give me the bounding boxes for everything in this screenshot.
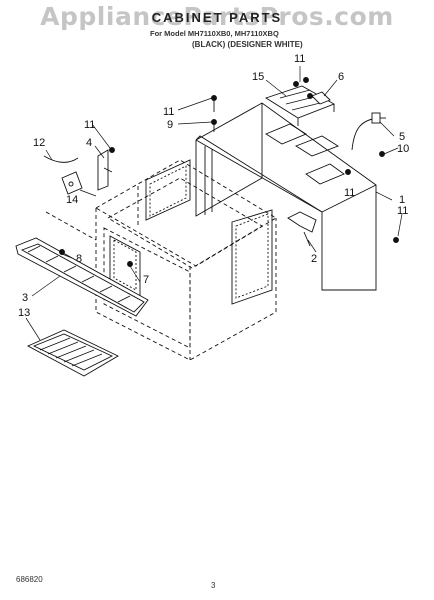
callout-11-e: 11 <box>84 119 95 131</box>
callout-15: 15 <box>252 71 264 83</box>
wire-part-12 <box>43 155 79 163</box>
callout-5: 5 <box>399 131 405 143</box>
plate-part-14 <box>61 171 83 195</box>
callout-leaders <box>25 66 403 341</box>
callout-3: 3 <box>22 292 28 304</box>
callout-1: 1 <box>399 194 405 206</box>
cavity-window-panels <box>109 159 273 305</box>
mounting-bracket-part-2 <box>287 211 317 247</box>
callout-labels: 1 2 3 4 5 6 7 8 9 10 11 11 11 11 11 12 1… <box>18 53 409 319</box>
callout-9: 9 <box>167 119 173 131</box>
bracket-part-4 <box>97 149 113 191</box>
callout-6: 6 <box>338 71 344 83</box>
model-line: For Model MH7110XB0, MH7110XBQ <box>150 29 279 38</box>
cabinet-wrapper <box>195 102 377 291</box>
wire-harness-part-5 <box>351 112 386 151</box>
callout-11-d: 11 <box>397 205 408 217</box>
callout-11-a: 11 <box>163 106 174 118</box>
screw-icons <box>59 77 399 267</box>
callout-2: 2 <box>311 253 317 265</box>
callout-13: 13 <box>18 307 30 319</box>
callout-11-b: 11 <box>294 53 305 65</box>
grease-filter-part-13 <box>26 329 119 377</box>
top-vent-slots <box>265 123 345 185</box>
bracket-part-6 <box>311 91 331 105</box>
callout-4: 4 <box>86 137 92 149</box>
page-number: 3 <box>211 581 216 590</box>
vent-grille-part-3 <box>15 237 149 317</box>
callout-14: 14 <box>66 194 78 206</box>
callout-10: 10 <box>397 143 409 155</box>
callout-8: 8 <box>76 253 82 265</box>
callout-7: 7 <box>143 274 149 286</box>
callout-11-c: 11 <box>344 187 355 199</box>
page-title: CABINET PARTS <box>151 10 283 25</box>
watermark: AppliancePartsPros.com <box>40 2 394 31</box>
callout-12: 12 <box>33 137 45 149</box>
variant-line: (BLACK) (DESIGNER WHITE) <box>192 40 303 49</box>
figure-code: 686820 <box>16 575 43 584</box>
